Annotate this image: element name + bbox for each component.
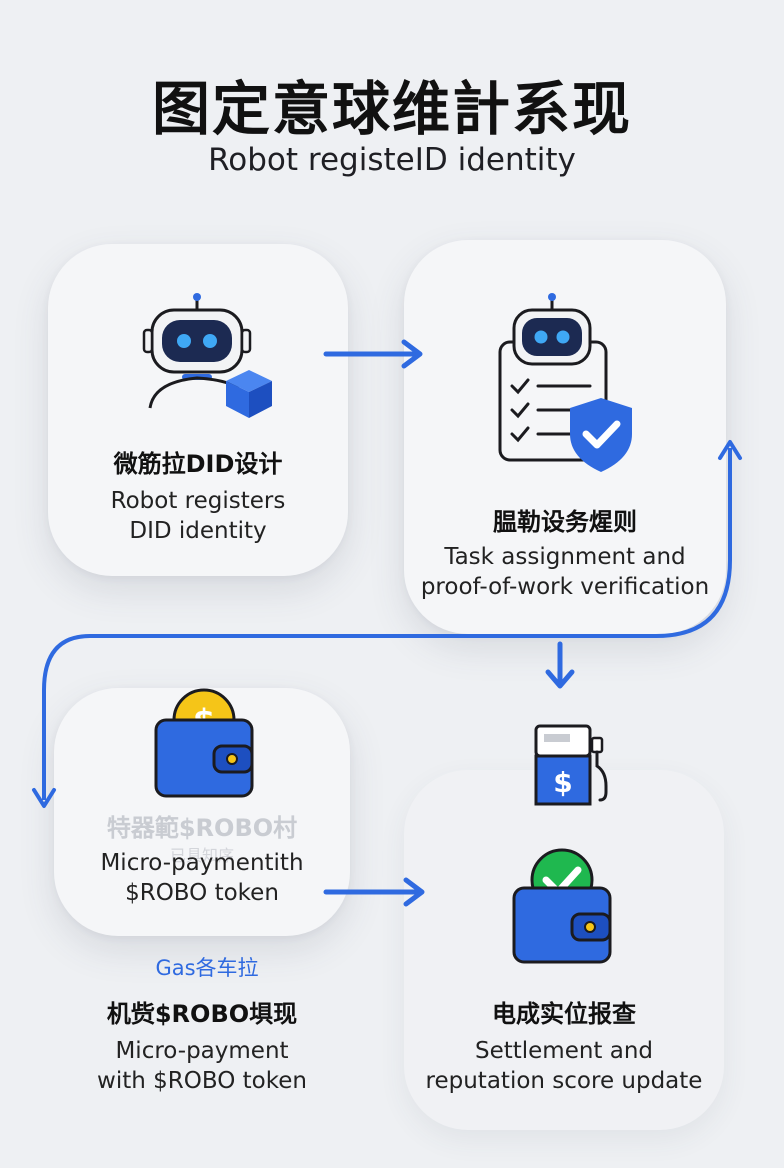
- wallet-coin-icon: $: [154, 688, 254, 798]
- step3-desc2-line: with $ROBO token: [97, 1068, 307, 1094]
- robot-icon: [142, 293, 252, 409]
- gas-note: Gas各车拉: [155, 956, 259, 980]
- step4-desc-line: reputation score update: [425, 1068, 703, 1094]
- step2-desc-line: Task assignment and: [444, 544, 686, 570]
- shield-check-icon: [570, 398, 632, 472]
- arrow-loop-connector: [32, 440, 742, 808]
- step3-secondary-description: Micro-payment with $ROBO token: [44, 1036, 360, 1096]
- step1-desc-line: Robot registers: [110, 488, 286, 514]
- step2-heading: 腽勒设务煋则: [493, 508, 637, 536]
- step4-description: Settlement and reputation score update: [404, 1036, 724, 1096]
- arrow-step2-down: [545, 641, 575, 689]
- step3-description: Micro-paymentith $ROBO token: [54, 848, 350, 908]
- step3-faded-subtext: 已具知序: [169, 846, 234, 865]
- svg-text:$: $: [553, 766, 572, 799]
- step3-faded-heading: 特器範$ROBO村: [106, 814, 298, 842]
- arrow-step1-to-step2: [323, 339, 423, 369]
- arrow-step3-to-step4: [323, 877, 425, 907]
- blockchain-cube-icon: [226, 370, 272, 418]
- step1-desc-line: DID identity: [129, 518, 267, 544]
- step3-desc-line: Micro-paymentith: [100, 850, 304, 876]
- step2-description: Task assignment and proof-of-work verifi…: [404, 542, 726, 602]
- step4-desc-line: Settlement and: [474, 1038, 654, 1064]
- step3-desc-line: $ROBO token: [125, 880, 279, 906]
- step1-heading: 微筋拉DID设计: [113, 450, 283, 478]
- step1-description: Robot registers DID identity: [48, 486, 348, 546]
- step3-heading: 机赀$ROBO埧现: [106, 1000, 298, 1028]
- step2-desc-line: proof-of-work verification: [420, 574, 710, 600]
- gas-pump-icon: $: [534, 724, 608, 806]
- wallet-check-icon: [512, 848, 612, 964]
- step4-heading: 电成实位报查: [492, 1000, 636, 1028]
- step3-desc2-line: Micro-payment: [115, 1038, 289, 1064]
- page-subtitle: Robot registeID identity: [208, 142, 576, 178]
- page-title: 图定意球维計系现: [151, 75, 632, 143]
